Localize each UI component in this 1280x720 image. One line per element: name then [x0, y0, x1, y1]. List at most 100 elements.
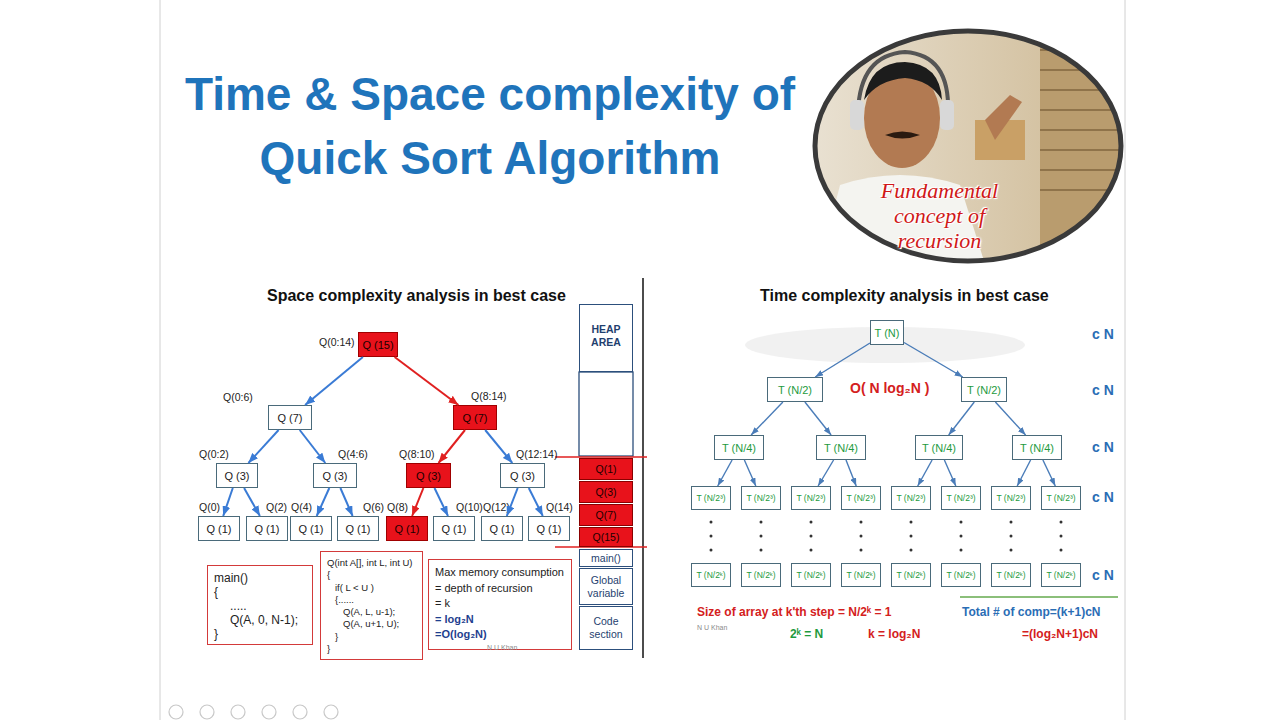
segment-name: Code section	[580, 615, 632, 641]
stack-frame: Q(3)	[579, 481, 633, 503]
call-size-text: Q (7)	[462, 412, 487, 424]
tree-arrow	[1043, 460, 1055, 486]
recurrence-box: T (N/4)	[714, 435, 764, 460]
derivation-note: k = log₂N	[868, 627, 920, 641]
recursion-leaf-box: Q(12)Q (1)	[481, 516, 523, 541]
recurrence-text: T (N/4)	[1020, 442, 1054, 454]
recurrence-text: T (N/4)	[722, 442, 756, 454]
code-box: Q(int A[], int L, int U){if( L < U ){...…	[320, 551, 423, 660]
call-size-text: Q (7)	[277, 412, 302, 424]
level-cost: c N	[1092, 382, 1114, 398]
call-range-label: Q(12)	[483, 501, 510, 513]
note-line: = k	[435, 596, 565, 612]
recurrence-text: T (N/2³)	[796, 493, 825, 503]
derivation-note: Size of array at k'th step = N/2ᵏ = 1	[697, 605, 891, 619]
tree-arrow	[818, 460, 834, 486]
stack-frame: Q(7)	[579, 504, 633, 526]
recursion-leaf-box: Q(2)Q (1)	[246, 516, 288, 541]
recurrence-text: T (N/2ᵏ)	[796, 570, 825, 580]
tree-arrow	[846, 460, 856, 486]
frame-name: Q(3)	[596, 486, 617, 498]
recursion-leaf-box: Q(8)Q (1)	[386, 516, 428, 541]
recursion-leaf-box: Q(14)Q (1)	[528, 516, 570, 541]
code-line: Q(A, u+1, U);	[327, 618, 416, 630]
recursion-call-box: Q(0:6)Q (7)	[268, 405, 312, 430]
tree-arrow	[435, 488, 449, 516]
call-size-text: Q (1)	[489, 523, 514, 535]
recurrence-box: T (N/2³)	[991, 486, 1031, 510]
recurrence-text: T (N/2ᵏ)	[696, 570, 725, 580]
recurrence-text: T (N/2)	[778, 384, 812, 396]
tree-arrow	[529, 488, 543, 516]
tree-arrow	[751, 402, 783, 435]
recurrence-text: T (N/2³)	[1046, 493, 1075, 503]
code-line: main()	[214, 571, 306, 585]
call-range-label: Q(10)	[456, 501, 483, 513]
recurrence-leaf-box: T (N/2ᵏ)	[691, 563, 731, 587]
stack-free-area	[579, 372, 633, 456]
panel-heading: Space complexity analysis in best case	[267, 287, 566, 305]
headphone-band	[858, 52, 948, 112]
hair	[864, 62, 942, 100]
recurrence-box: T (N/4)	[915, 435, 963, 460]
tree-arrow	[718, 460, 732, 486]
recurrence-text: T (N/2ᵏ)	[1046, 570, 1075, 580]
call-size-text: Q (1)	[394, 523, 419, 535]
slide-title: Time & Space complexity of Quick Sort Al…	[160, 62, 820, 190]
tree-arrow	[340, 488, 352, 516]
tree-arrow	[507, 488, 518, 516]
code-line: .....	[214, 599, 306, 613]
derivation-note: 2ᵏ = N	[790, 627, 823, 641]
recurrence-box: T (N/4)	[1012, 435, 1062, 460]
recurrence-box: T (N/2³)	[891, 486, 931, 510]
recurrence-box: T (N/2)	[961, 377, 1007, 402]
underline	[960, 596, 1118, 598]
call-range-label: Q(2)	[266, 501, 287, 513]
tree-arrow	[412, 488, 423, 516]
watermark: N U Khan	[697, 624, 727, 631]
recurrence-text: T (N/2³)	[696, 493, 725, 503]
tree-arrow	[944, 460, 955, 486]
tree-arrow	[248, 430, 278, 463]
recurrence-text: T (N/2³)	[746, 493, 775, 503]
stack-frame: Q(15)	[579, 527, 633, 547]
call-range-label: Q(4:6)	[338, 448, 368, 460]
tree-arrow	[395, 357, 459, 405]
recurrence-text: T (N)	[875, 327, 900, 339]
call-range-label: Q(4)	[291, 501, 312, 513]
call-size-text: Q (1)	[206, 523, 231, 535]
stack-frame: Q(1)	[579, 458, 633, 480]
memory-segment: Global variable	[579, 568, 633, 605]
complexity-result: O( N log₂N )	[850, 380, 929, 396]
tree-arrow	[317, 488, 330, 516]
code-line: }	[327, 643, 416, 655]
call-size-text: Q (1)	[441, 523, 466, 535]
recurrence-box: T (N/2³)	[841, 486, 881, 510]
tree-arrow	[244, 488, 260, 516]
recurrence-box: T (N)	[870, 320, 904, 345]
recurrence-box: T (N/2³)	[941, 486, 981, 510]
frame-name: Q(7)	[596, 509, 617, 521]
derivation-note: Total # of comp=(k+1)cN	[962, 605, 1100, 619]
raised-hand	[985, 95, 1022, 140]
tree-arrow	[805, 402, 831, 435]
recursion-call-box: Q(12:14)Q (3)	[500, 463, 545, 488]
call-range-label: Q(8)	[387, 501, 408, 513]
tree-arrow	[485, 430, 512, 463]
recurrence-text: T (N/2ᵏ)	[896, 570, 925, 580]
recursion-leaf-box: Q(10)Q (1)	[433, 516, 475, 541]
call-size-text: Q (1)	[345, 523, 370, 535]
window-blind	[1040, 28, 1130, 264]
recurrence-text: T (N/2³)	[996, 493, 1025, 503]
recurrence-box: T (N/2)	[767, 377, 823, 402]
segment-name: Global variable	[580, 574, 632, 600]
headphone-cup	[940, 100, 954, 130]
call-size-text: Q (1)	[536, 523, 561, 535]
panel-heading: Time complexity analysis in best case	[760, 287, 1049, 305]
call-size-text: Q (3)	[510, 470, 535, 482]
recurrence-leaf-box: T (N/2ᵏ)	[941, 563, 981, 587]
headphone-cup	[850, 100, 864, 130]
code-box: main(){.....Q(A, 0, N-1);}	[207, 565, 313, 645]
level-cost: c N	[1092, 489, 1114, 505]
